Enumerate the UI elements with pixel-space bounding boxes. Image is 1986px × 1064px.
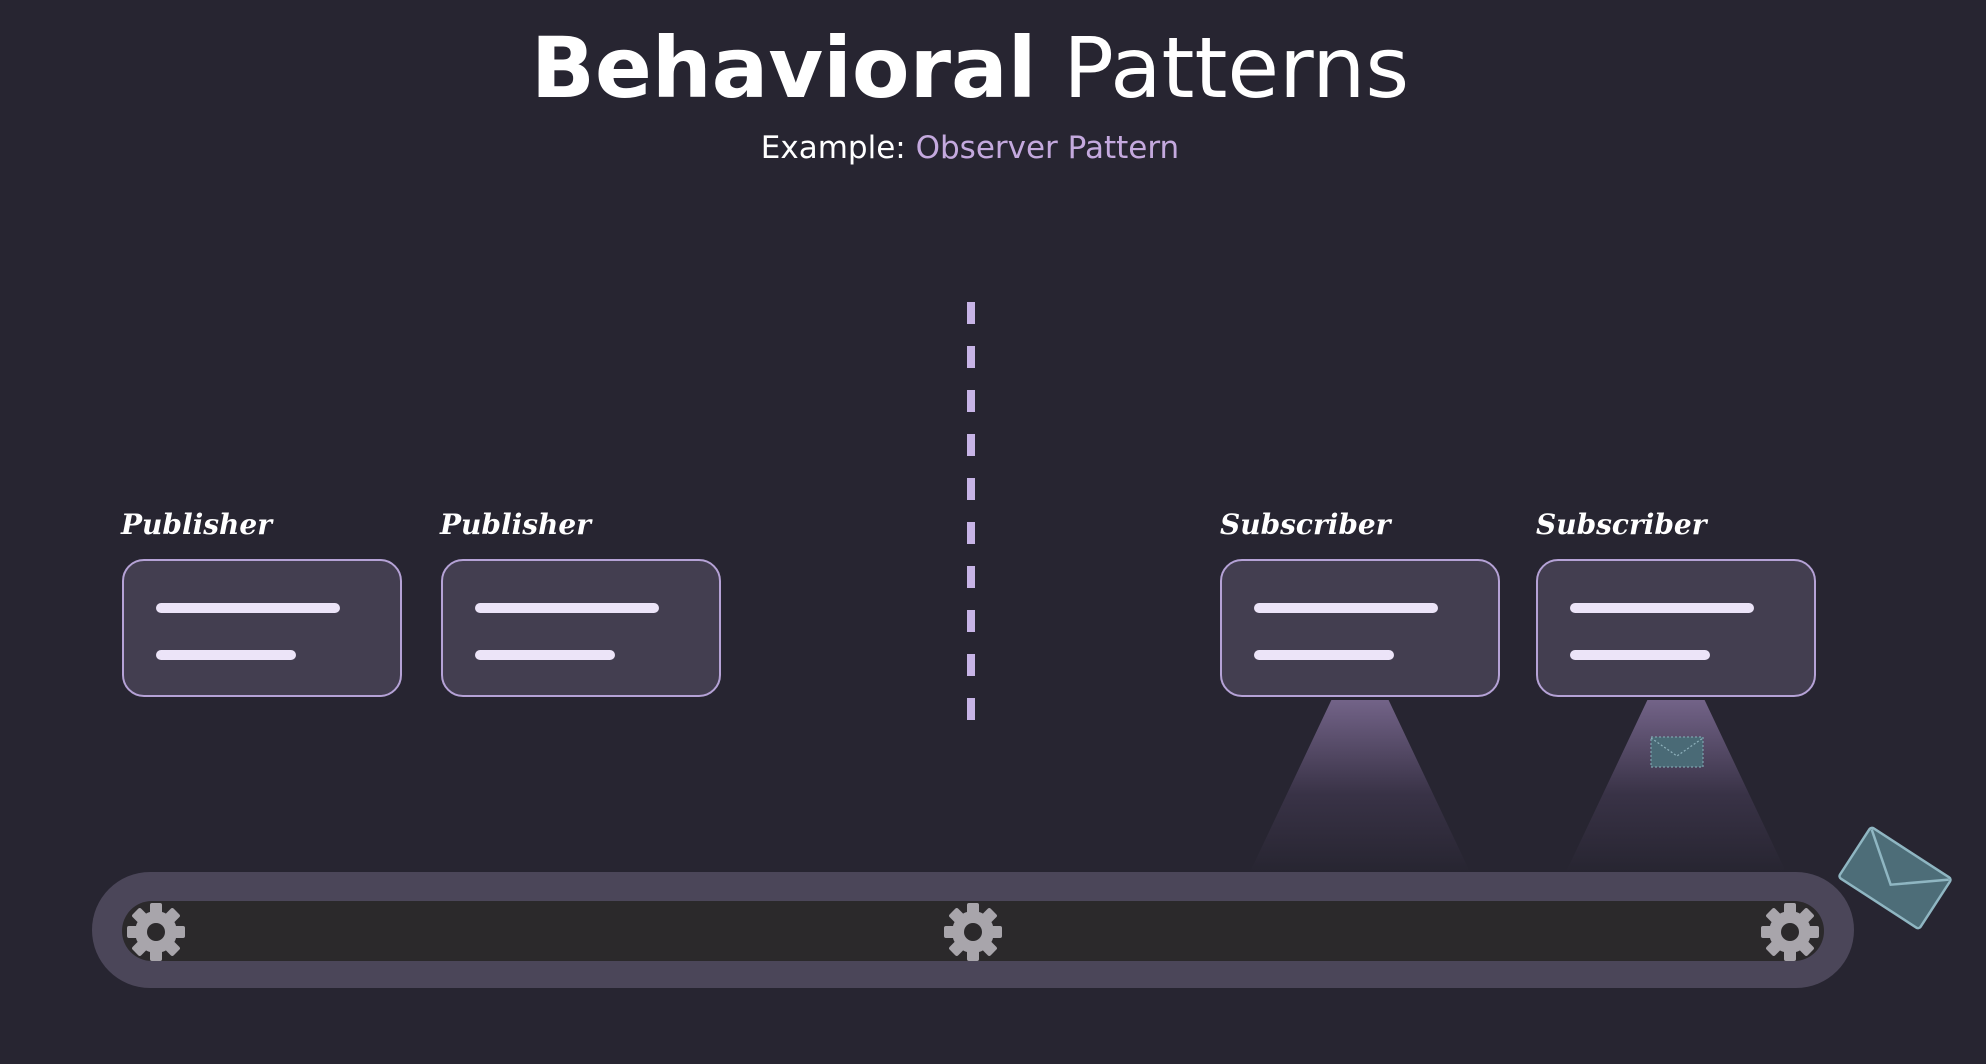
subscriber-beam [1250,700,1470,872]
card-text-line [475,603,659,613]
subscriber-beam [1566,700,1786,872]
subscriber-card [1536,559,1816,697]
card-text-line [1570,650,1710,660]
dashed-divider [967,302,975,730]
envelope-icon [1650,736,1704,768]
card-text-line [1254,603,1438,613]
card-text-line [475,650,615,660]
gear-icon [1761,903,1819,961]
card-text-line [1570,603,1754,613]
subscriber-label: Subscriber [1536,508,1707,541]
publisher-label: Publisher [440,508,591,541]
subtitle-accent: Observer Pattern [915,130,1180,166]
card-text-line [156,650,296,660]
envelope-icon [1838,826,1952,930]
publisher-label: Publisher [121,508,272,541]
subtitle-prefix: Example: [760,130,906,166]
page-title: Behavioral Patterns [0,18,1940,118]
title-bold: Behavioral [530,19,1037,117]
card-text-line [156,603,340,613]
subscriber-card [1220,559,1500,697]
title-light: Patterns [1063,19,1410,117]
gear-icon [944,903,1002,961]
publisher-card [122,559,402,697]
subscriber-label: Subscriber [1220,508,1391,541]
page-subtitle: Example: Observer Pattern [0,126,1940,170]
card-text-line [1254,650,1394,660]
gear-icon [127,903,185,961]
publisher-card [441,559,721,697]
